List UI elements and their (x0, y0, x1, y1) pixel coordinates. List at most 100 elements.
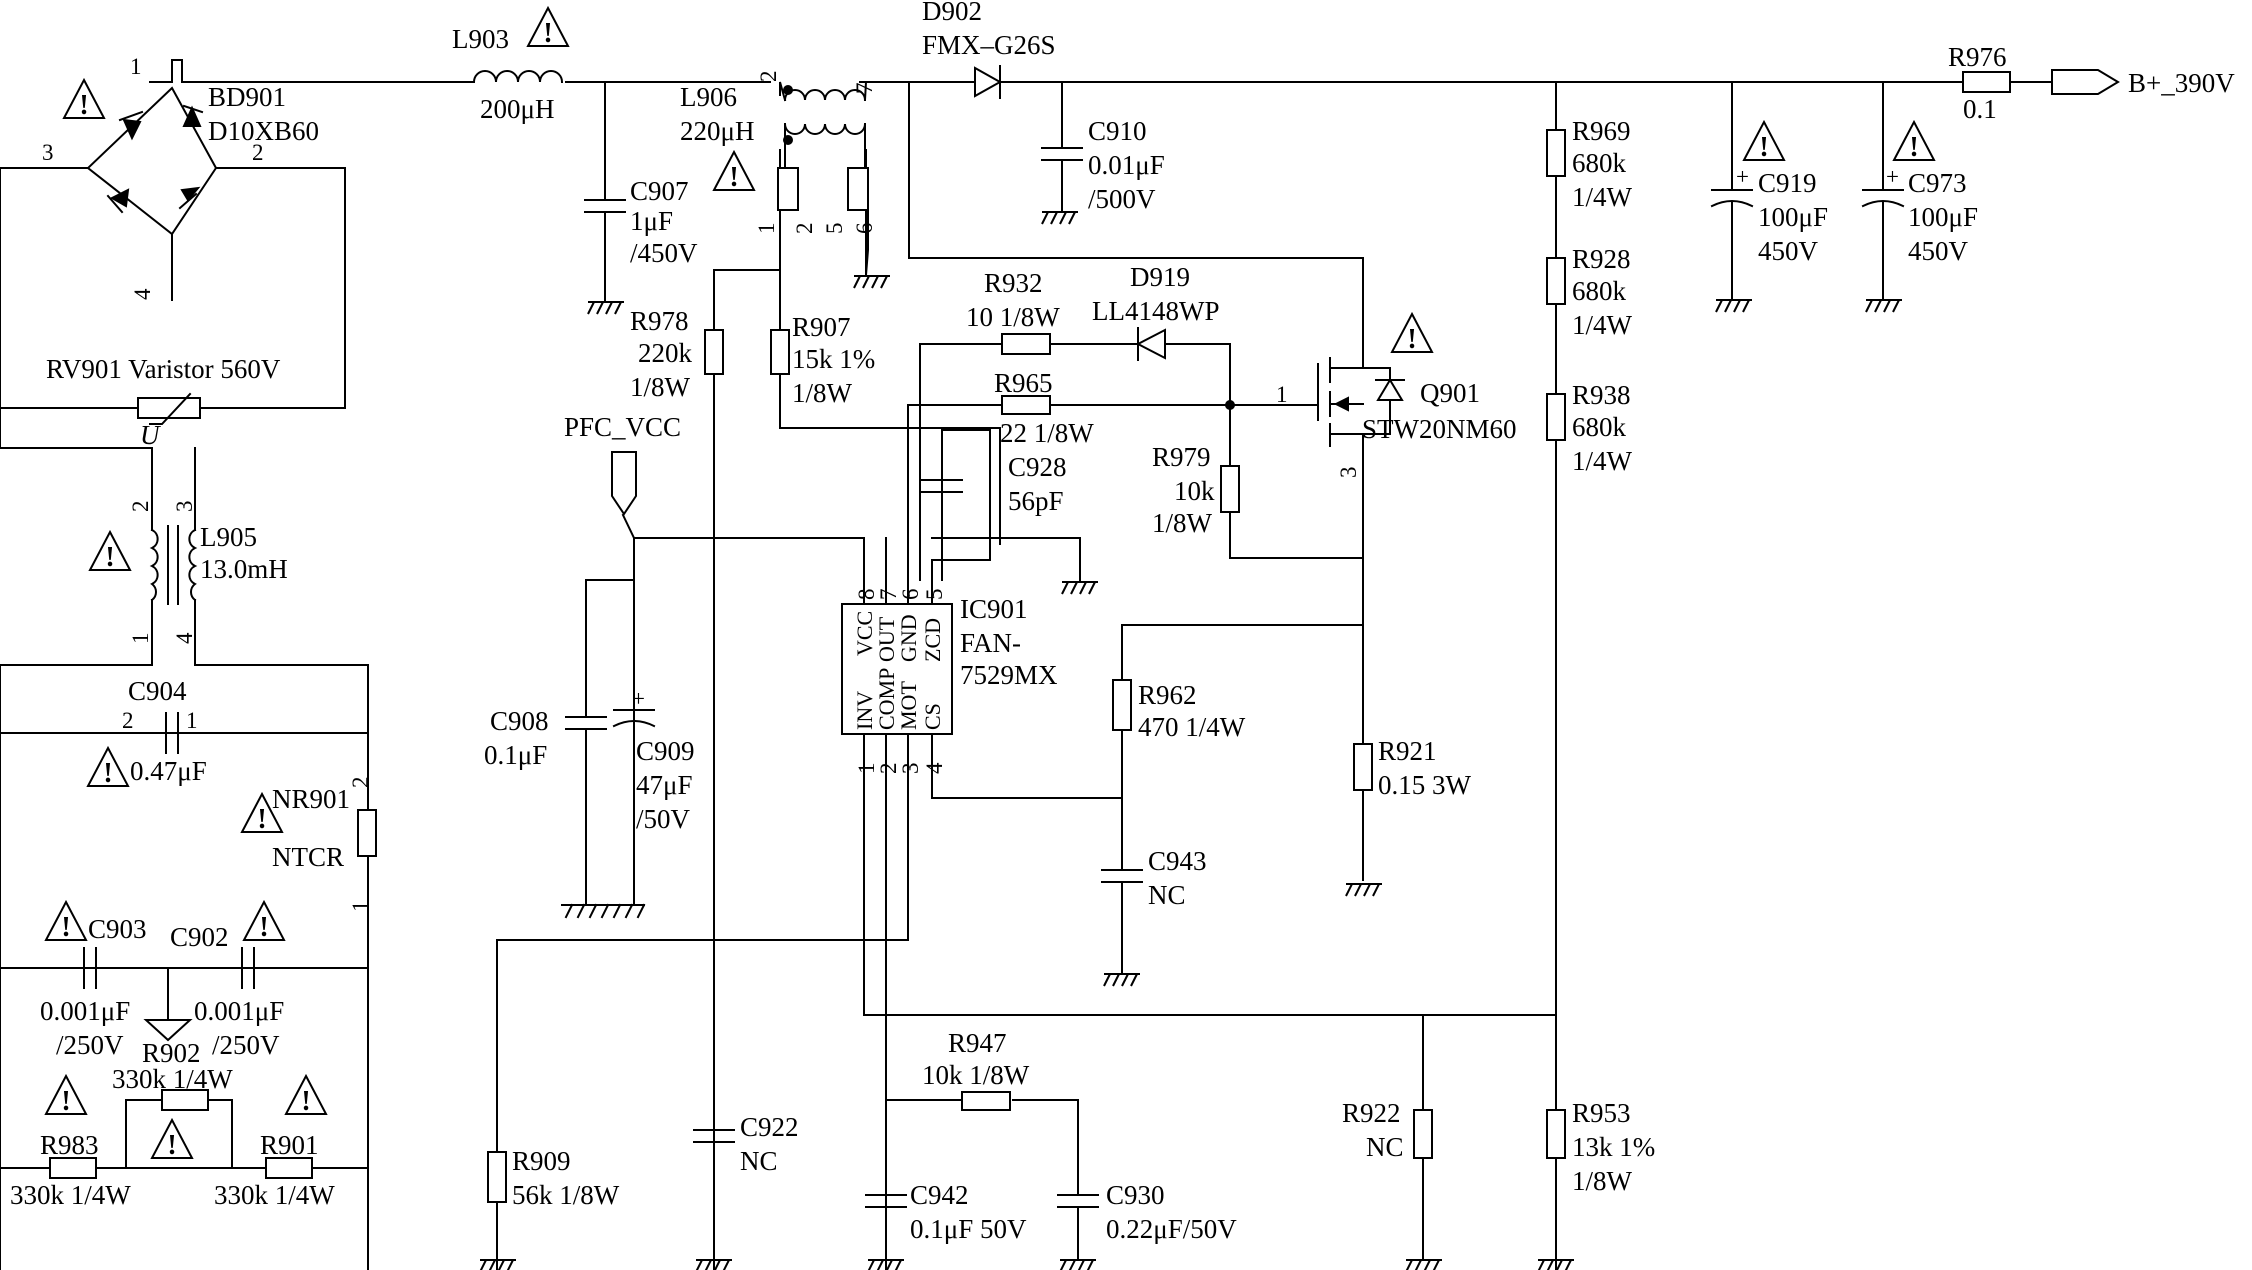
r909-ref: R909 (512, 1146, 571, 1176)
l905-ref: L905 (200, 522, 257, 552)
capacitor-c973: + C973 100μF 450V (1861, 121, 1978, 313)
bd901-pin: 3 (42, 140, 54, 165)
ground-symbol (1405, 1259, 1443, 1270)
r976-ref: R976 (1948, 42, 2007, 72)
warning-icon (1743, 121, 1785, 164)
warning-icon (285, 1075, 327, 1118)
d919-value: LL4148WP (1092, 296, 1220, 326)
d902-ref: D902 (922, 0, 982, 26)
nr901-pin: 2 (348, 777, 373, 789)
diode-d919: D919 LL4148WP (1092, 262, 1220, 361)
l905-pin: 2 (128, 501, 153, 513)
bd901-pin: 1 (130, 54, 142, 79)
c903-value: 0.001μF (40, 996, 130, 1026)
r902-ref: R902 (142, 1038, 201, 1068)
capacitor-c943: C943 NC (1101, 846, 1207, 987)
l903-ref: L903 (452, 24, 509, 54)
c908-ref: C908 (490, 706, 549, 736)
r978-rating: 1/8W (630, 372, 691, 402)
r922-ref: R922 (1342, 1098, 1401, 1128)
resistor-r983: R983 330k 1/4W (10, 1075, 131, 1210)
c907-rating: /450V (630, 238, 698, 268)
ic901-pin: 6 (898, 589, 923, 601)
c903-rating: /250V (56, 1030, 124, 1060)
r928-ref: R928 (1572, 244, 1631, 274)
rv901-label: RV901 Varistor 560V (46, 354, 281, 384)
r909-value: 56k 1/8W (512, 1180, 620, 1210)
r953-ref: R953 (1572, 1098, 1631, 1128)
warning-icon (713, 151, 755, 194)
chassis-ground (143, 1019, 193, 1042)
r953-value: 13k 1% (1572, 1132, 1655, 1162)
c910-ref: C910 (1088, 116, 1147, 146)
capacitor-c902: C902 0.001μF /250V (170, 901, 285, 1060)
ic901-pin: 2 (876, 763, 901, 775)
nr901-ref: NR901 (272, 784, 350, 814)
capacitor-c903: C903 0.001μF /250V (40, 901, 147, 1060)
warning-icon (87, 747, 129, 790)
warning-icon (1391, 313, 1433, 356)
bd901-pin: 4 (130, 288, 155, 300)
ic901-pin-gnd: GND (896, 614, 921, 662)
d919-ref: D919 (1130, 262, 1190, 292)
resistor-r902: R902 330k 1/4W (112, 1038, 233, 1169)
resistor-r909: R909 56k 1/8W (479, 1146, 620, 1270)
resistor-r979: R979 10k 1/8W (1152, 442, 1240, 538)
l906-pin: 7 (852, 83, 877, 95)
r976-value: 0.1 (1963, 94, 1997, 124)
r978-ref: R978 (630, 306, 689, 336)
capacitor-c942: C942 0.1μF 50V (865, 1180, 1027, 1244)
r932-value: 10 1/8W (966, 302, 1060, 332)
nr901-pin: 1 (348, 901, 373, 913)
c930-ref: C930 (1106, 1180, 1165, 1210)
c922-value: NC (740, 1146, 778, 1176)
r965-ref: R965 (994, 368, 1053, 398)
l903-value: 200μH (480, 94, 554, 124)
warning-icon (63, 79, 105, 122)
resistor-r921: R921 0.15 3W (1345, 736, 1472, 897)
r979-value: 10k (1174, 476, 1215, 506)
ic901-pin-zcd: ZCD (920, 618, 945, 662)
capacitor-c930: C930 0.22μF/50V (1057, 1180, 1237, 1270)
ic901-pin-vcc: VCC (852, 611, 877, 656)
r983-value: 330k 1/4W (10, 1180, 131, 1210)
l906-pin: 2 (756, 71, 781, 83)
r969-value: 680k (1572, 148, 1627, 178)
resistor-r976: R976 0.1 (1948, 42, 2011, 124)
bridge-rectifier-bd901: BD901 D10XB60 1 3 2 4 (42, 54, 319, 300)
ground-symbol (1041, 211, 1079, 225)
ground-symbol (1345, 883, 1383, 897)
c910-rating: /500V (1088, 184, 1156, 214)
c928-value: 56pF (1008, 486, 1064, 516)
resistor-r922: R922 NC (1342, 1098, 1443, 1270)
resistor-r907: R907 15k 1% 1/8W (770, 312, 875, 408)
c943-value: NC (1148, 880, 1186, 910)
ground-symbol (1103, 973, 1141, 987)
c907-value: 1μF (630, 206, 673, 236)
c973-value: 100μF (1908, 202, 1978, 232)
capacitor-c922: C922 NC (693, 1112, 799, 1176)
r907-ref: R907 (792, 312, 851, 342)
polarity-plus: + (1886, 164, 1899, 189)
capacitor-c909: + C909 47μF /50V (561, 686, 695, 919)
r922-value: NC (1366, 1132, 1404, 1162)
capacitor-c910: C910 0.01μF /500V (1041, 116, 1165, 225)
r902-value: 330k 1/4W (112, 1064, 233, 1094)
warning-icon (1893, 121, 1935, 164)
polarity-plus: + (1736, 164, 1749, 189)
c904-pin: 2 (122, 708, 134, 733)
q901-pin: 3 (1336, 467, 1361, 479)
l905-pin: 3 (172, 501, 197, 513)
output-label: B+_390V (2128, 68, 2235, 98)
pfc-choke-l906: 2 7 1 2 5 6 L906 220μH (680, 71, 891, 289)
c973-ref: C973 (1908, 168, 1967, 198)
resistor-r969: R969 680k 1/4W (1546, 116, 1633, 212)
r983-ref: R983 (40, 1130, 99, 1160)
c919-value: 100μF (1758, 202, 1828, 232)
r907-rating: 1/8W (792, 378, 853, 408)
c930-value: 0.22μF/50V (1106, 1214, 1237, 1244)
c919-ref: C919 (1758, 168, 1817, 198)
l905-pin: 4 (172, 632, 197, 644)
r901-value: 330k 1/4W (214, 1180, 335, 1210)
ic901-ref: IC901 (960, 594, 1028, 624)
